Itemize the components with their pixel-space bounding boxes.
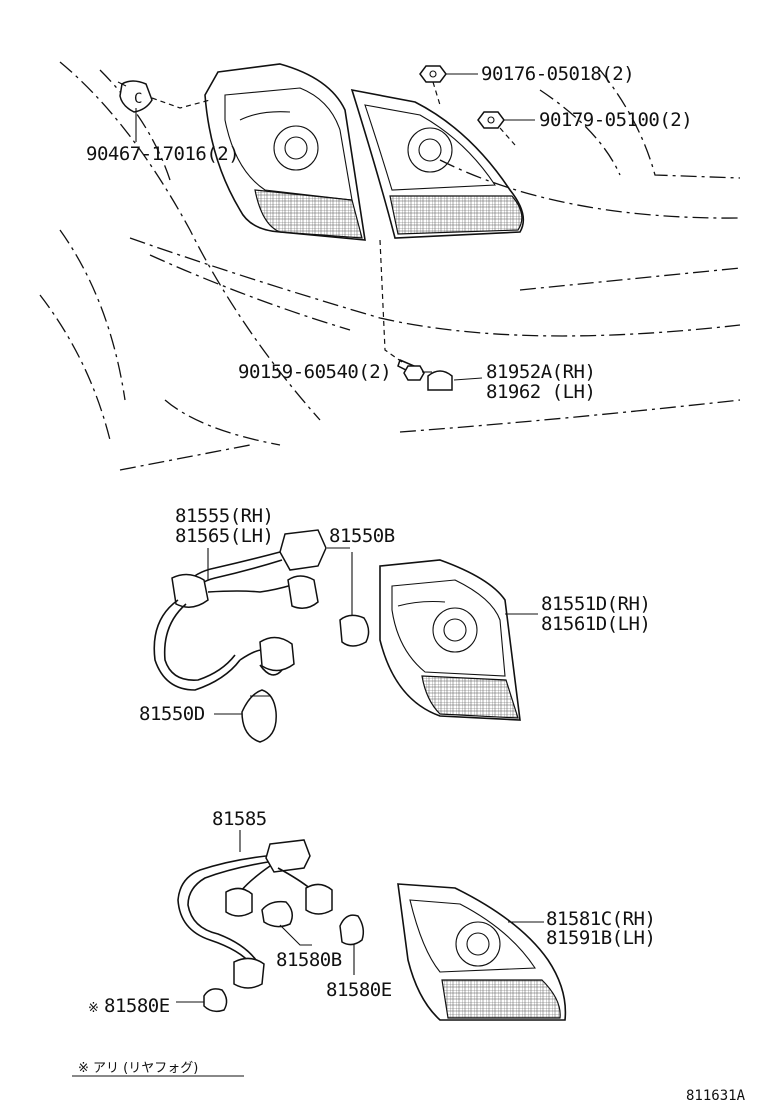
label-81580b: 81580B: [276, 949, 342, 971]
garnish-lamp-81581: [397, 883, 567, 1021]
bulb-81550d-icon: [241, 689, 277, 743]
bulb-81580b-icon: [261, 900, 293, 928]
diagram-id: 811631A: [686, 1088, 746, 1104]
label-81580e-right: 81580E: [326, 979, 392, 1001]
label-90176: 90176-05018(2): [481, 63, 634, 85]
label-81550b: 81550B: [329, 525, 395, 547]
nut-90179-icon: [477, 111, 505, 129]
label-81581: 81581C(RH): [546, 908, 655, 930]
footnote: ※ アリ (リヤフォグ): [78, 1061, 198, 1076]
vehicle-rear-body-outline: [39, 61, 741, 471]
label-81555: 81555(RH): [175, 505, 273, 527]
nut-90176-icon: [419, 65, 447, 83]
label-81591: 81591B(LH): [546, 927, 655, 949]
bulb-81580e-right-icon: [339, 914, 365, 946]
label-81550d: 81550D: [139, 703, 205, 725]
label-90467: 90467-17016(2): [86, 143, 239, 165]
label-81585: 81585: [212, 808, 267, 830]
label-81580e-left: 81580E: [104, 995, 170, 1017]
svg-text:C: C: [134, 91, 142, 107]
clip-90467-icon: C: [117, 80, 153, 113]
screw-90159-icon: [397, 358, 425, 381]
bulb-81550b-icon: [339, 614, 370, 647]
leader-lines-top: [135, 73, 535, 381]
label-81551: 81551D(RH): [541, 593, 650, 615]
bulb-81580e-left-icon: [203, 988, 228, 1013]
label-90159: 90159-60540(2): [238, 361, 391, 383]
socket-and-wire-81585: [177, 839, 333, 989]
label-81561: 81561D(LH): [541, 613, 650, 635]
reference-mark: ※: [88, 1001, 99, 1016]
label-81962: 81962 (LH): [486, 381, 595, 403]
label-81565: 81565(LH): [175, 525, 273, 547]
label-81952: 81952A(RH): [486, 361, 595, 383]
tail-lamp-left-top: [204, 63, 366, 241]
socket-and-wire-81555: [153, 529, 327, 691]
cap-81952-icon: [427, 370, 453, 391]
tail-lamp-81551: [379, 559, 521, 721]
leader-lines-bottom: [176, 830, 544, 1003]
leader-lines-middle: [207, 547, 538, 715]
tail-lamp-right-top: [350, 88, 525, 239]
label-90179: 90179-05100(2): [539, 109, 692, 131]
